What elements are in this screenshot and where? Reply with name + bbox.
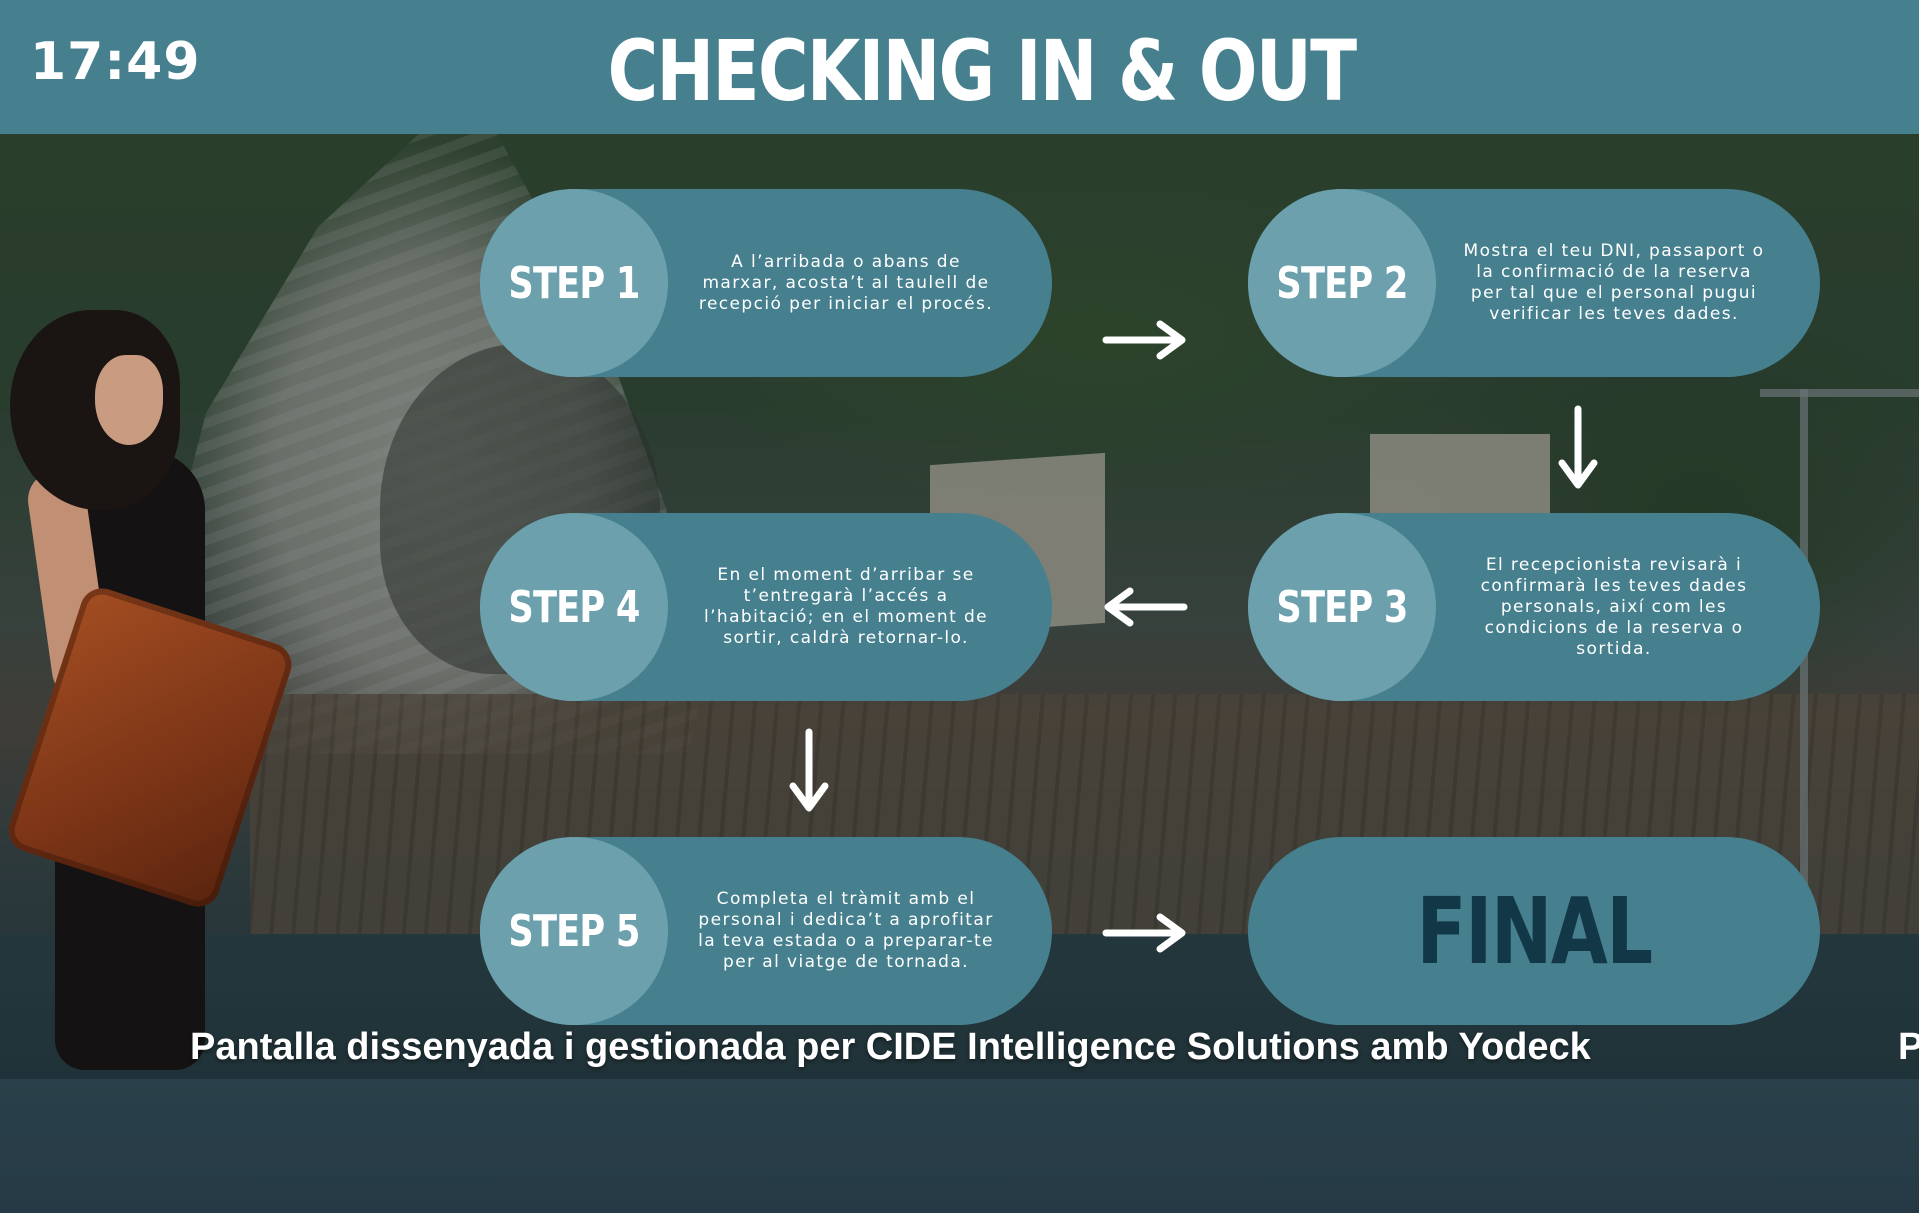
pool-railing xyxy=(1760,389,1919,397)
step-5-text: Completa el tràmit amb el personal i ded… xyxy=(698,889,994,972)
step-5-badge: STEP 5 xyxy=(480,837,668,1025)
header-bar: 17:49 CHECKING IN & OUT xyxy=(0,0,1919,134)
step-2-text: Mostra el teu DNI, passaport o la confir… xyxy=(1463,241,1765,324)
arrow-down-icon xyxy=(1558,405,1598,491)
final-card: FINAL xyxy=(1248,837,1820,1025)
step-1-text: A l’arribada o abans de marxar, acosta’t… xyxy=(698,251,994,314)
step-3-text: El recepcionista revisarà i confirmarà l… xyxy=(1480,554,1748,659)
step-2-badge: STEP 2 xyxy=(1248,189,1436,377)
footer-ticker-repeat: P xyxy=(1898,1026,1919,1068)
step-5-label: STEP 5 xyxy=(508,905,640,957)
step-1-badge: STEP 1 xyxy=(480,189,668,377)
arrow-left-icon xyxy=(1102,587,1188,627)
step-4-card: STEP 4 En el moment d’arribar se t’entre… xyxy=(480,513,1052,701)
clock: 17:49 xyxy=(30,32,201,92)
step-1-label: STEP 1 xyxy=(508,257,640,309)
step-2-card: STEP 2 Mostra el teu DNI, passaport o la… xyxy=(1248,189,1820,377)
arrow-right-icon xyxy=(1102,913,1188,953)
step-4-badge: STEP 4 xyxy=(480,513,668,701)
page-title: CHECKING IN & OUT xyxy=(607,22,1358,120)
step-2-label: STEP 2 xyxy=(1276,257,1408,309)
step-4-text: En el moment d’arribar se t’entregarà l’… xyxy=(703,565,988,648)
arrow-down-icon xyxy=(789,728,829,814)
step-3-badge: STEP 3 xyxy=(1248,513,1436,701)
step-1-card: STEP 1 A l’arribada o abans de marxar, a… xyxy=(480,189,1052,377)
step-3-label: STEP 3 xyxy=(1276,581,1408,633)
footer-ticker: Pantalla dissenyada i gestionada per CID… xyxy=(190,1026,1591,1068)
woman-face xyxy=(95,355,163,445)
final-label: FINAL xyxy=(1416,877,1653,985)
step-3-card: STEP 3 El recepcionista revisarà i confi… xyxy=(1248,513,1820,701)
step-4-label: STEP 4 xyxy=(508,581,640,633)
final-label-wrap: FINAL xyxy=(1248,837,1820,1025)
step-5-card: STEP 5 Completa el tràmit amb el persona… xyxy=(480,837,1052,1025)
arrow-right-icon xyxy=(1102,320,1188,360)
